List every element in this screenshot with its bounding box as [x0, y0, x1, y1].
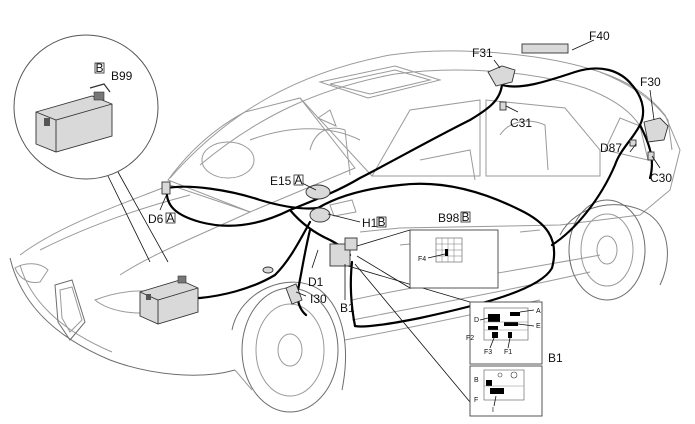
- label-i30: I30: [310, 292, 327, 306]
- f4-detail-box: F4: [409, 229, 499, 289]
- callout-labels: E15 A D6 A H1 B B98 B D1 I30 B1 F31 F40 …: [148, 29, 672, 315]
- b1-label-f1: F1: [504, 349, 512, 356]
- b98-tag: B: [461, 210, 469, 224]
- b1-label-b: B: [474, 377, 479, 384]
- components: [139, 43, 669, 325]
- c30-connector-icon: [647, 151, 655, 161]
- label-f30: F30: [640, 75, 661, 89]
- d6-tag: A: [166, 211, 174, 225]
- h1-tag-box: [376, 216, 387, 228]
- label-c31: C31: [510, 116, 532, 130]
- battery-magnifier: B B99: [13, 34, 169, 263]
- b1-detail-box: A D E F2 F3 F1 B F I: [466, 301, 543, 417]
- i30-switch-icon: [285, 283, 303, 305]
- label-f31: F31: [472, 46, 493, 60]
- d87-connector-icon: [629, 139, 637, 147]
- label-d6: D6: [148, 212, 164, 226]
- b1-top-panel: [483, 307, 529, 341]
- b98-tag-box: [460, 211, 471, 223]
- label-e15: E15: [270, 174, 292, 188]
- b99-tag-box: [94, 62, 105, 74]
- f31-lamp-icon: [487, 65, 516, 87]
- label-d1: D1: [308, 275, 324, 289]
- label-b1: B1: [340, 301, 355, 315]
- b99-tag: B: [95, 61, 103, 75]
- e15-tag: A: [294, 173, 302, 187]
- e15-tag-box: [293, 174, 304, 186]
- e15-sensor-icon: [305, 184, 331, 200]
- b1-detail-title: B1: [548, 351, 563, 365]
- grommet-icon: [262, 266, 274, 274]
- b1-label-f: F: [474, 397, 478, 404]
- b1-label-e: E: [536, 323, 541, 330]
- b1-bottom-panel: [483, 369, 525, 401]
- b1-label-d: D: [474, 317, 479, 324]
- h1-horn-icon: [309, 207, 331, 223]
- f30-lamp-icon: [643, 117, 669, 143]
- label-d87: D87: [600, 141, 622, 155]
- label-b99: B99: [111, 69, 133, 83]
- d6-tag-box: [165, 212, 176, 224]
- h1-tag: B: [377, 215, 385, 229]
- b1-label-a: A: [536, 308, 541, 315]
- b1-label-f2: F2: [466, 335, 474, 342]
- b1-label-i: I: [492, 407, 494, 414]
- f40-lamp-icon: [521, 43, 569, 54]
- c31-connector-icon: [499, 101, 507, 111]
- d6-connector-icon: [161, 181, 171, 195]
- b1-fusebox-icon: [344, 237, 358, 251]
- label-h1: H1: [362, 216, 378, 230]
- label-c30: C30: [650, 171, 672, 185]
- label-b98: B98: [438, 211, 460, 225]
- car-outline: [9, 50, 681, 413]
- battery-detail-icon: [35, 83, 113, 153]
- label-f4: F4: [418, 256, 426, 263]
- b1-label-f3: F3: [484, 349, 492, 356]
- label-f40: F40: [589, 29, 610, 43]
- battery-icon: [139, 275, 199, 325]
- leader-lines: [159, 39, 661, 403]
